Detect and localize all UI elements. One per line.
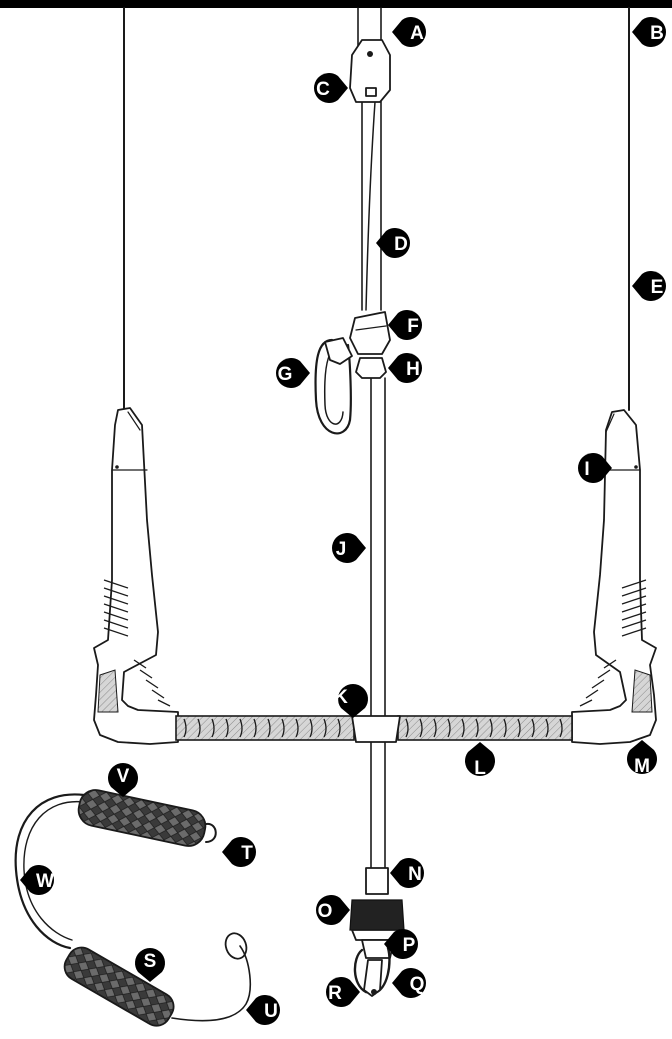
callout-r: R [326,977,360,1007]
callout-p: P [384,929,418,959]
bar-center-insert [351,715,401,743]
callout-k: K [334,684,368,718]
svg-text:E: E [651,277,664,298]
svg-text:P: P [403,935,416,956]
callout-m: M [627,740,657,777]
depower-handle [349,311,391,379]
callout-e: E [632,271,667,301]
callout-n: N [390,858,424,888]
callout-a: A [392,17,426,48]
callout-t: T [222,837,256,868]
svg-text:W: W [36,871,54,892]
svg-text:G: G [278,364,293,385]
depower-rope [365,101,376,311]
right-lower-ridges [579,659,617,707]
svg-text:C: C [316,79,330,100]
right-bar-end [571,409,657,745]
svg-text:V: V [117,766,130,787]
svg-text:K: K [334,687,348,708]
lines [123,7,630,871]
svg-text:T: T [241,843,253,864]
callout-f: F [388,310,423,340]
right-grip-ridges [621,579,647,637]
leash-bungee [14,793,86,950]
svg-text:M: M [634,756,650,777]
svg-text:D: D [394,234,408,255]
svg-text:I: I [584,459,589,480]
svg-text:S: S [144,951,157,972]
svg-text:J: J [336,539,347,560]
bar-grip-right [397,715,573,741]
depower-cleat [349,39,391,103]
callout-j: J [332,533,366,563]
svg-text:F: F [407,316,419,337]
leash-handle-upper [77,789,207,847]
svg-text:A: A [410,23,424,44]
callout-d: D [376,228,411,258]
callout-g: G [276,358,310,388]
left-lower-ridges [133,659,171,707]
left-grip-ridges [103,579,129,637]
svg-text:H: H [406,359,420,380]
svg-text:O: O [318,901,333,922]
leash-handle-lower [63,946,175,1027]
svg-text:L: L [474,758,486,779]
callout-c: C [314,73,348,103]
callout-b: B [632,17,666,47]
callout-q: Q [392,968,427,999]
callouts: A B C D E F G H [20,17,667,1026]
callout-h: H [388,353,423,383]
callout-l: L [464,742,496,779]
trim-loop [314,337,353,435]
callout-v: V [108,763,139,797]
svg-text:U: U [264,1001,278,1022]
callout-u: U [246,995,281,1026]
bar-grip-left [175,715,355,741]
top-border [0,0,672,8]
chicken-loop-assembly [349,867,405,997]
callout-i: I [578,452,612,483]
svg-text:B: B [650,23,664,44]
callout-s: S [135,948,165,982]
left-bar-end [93,407,179,745]
svg-text:Q: Q [410,974,425,995]
svg-text:N: N [408,864,422,885]
callout-o: O [316,895,350,925]
safety-leash [14,789,252,1027]
callout-w: W [20,865,54,895]
svg-text:R: R [328,983,342,1004]
